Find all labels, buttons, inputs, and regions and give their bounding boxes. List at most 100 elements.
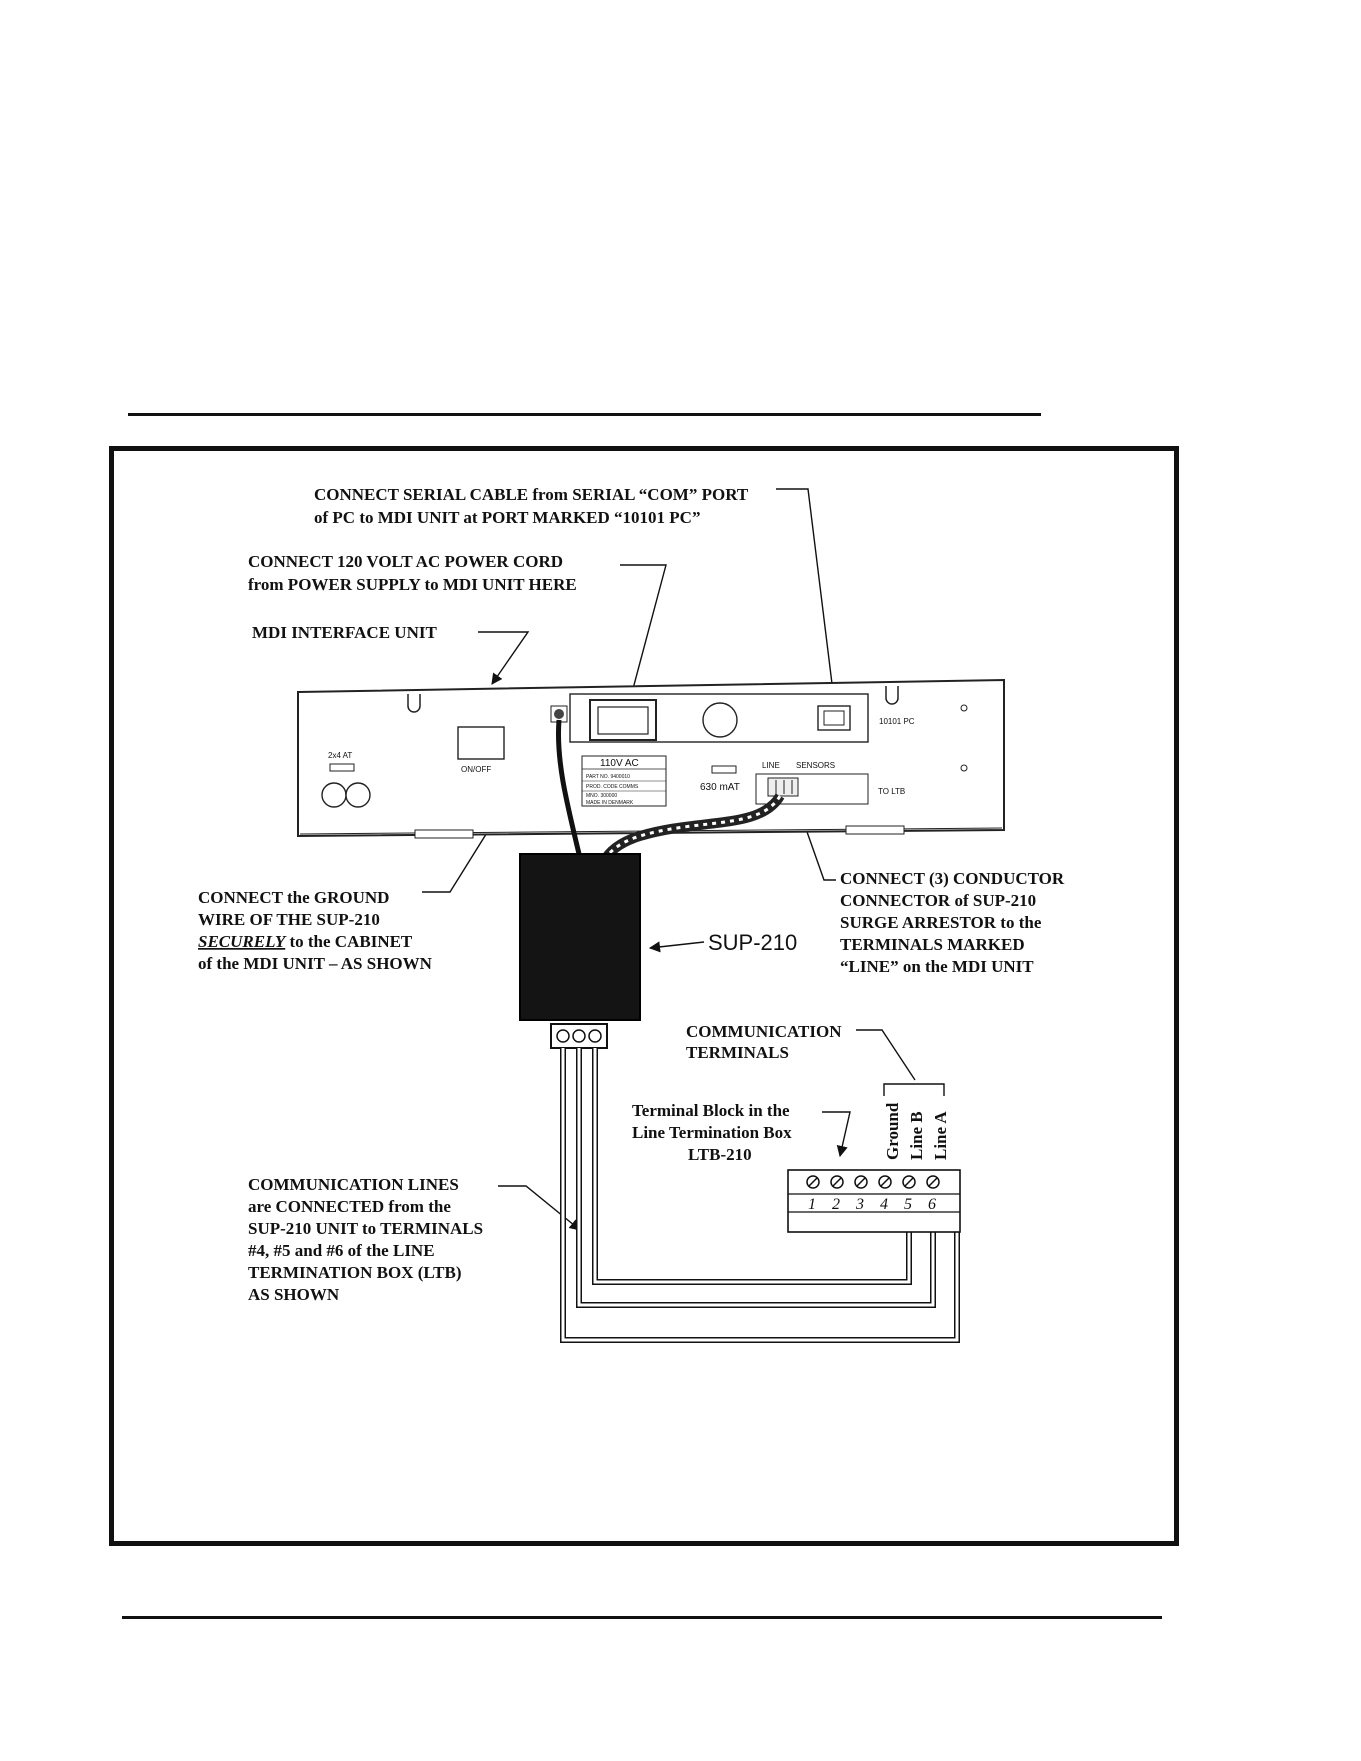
terminal-number: 3 [855,1196,864,1213]
power-leader-arrow [620,564,667,702]
terminal-number: 6 [928,1196,936,1213]
terminal-number: 5 [904,1196,912,1213]
line-label: LINE [762,761,780,770]
connector-callout: CONNECT (3) CONDUCTOR CONNECTOR of SUP-2… [840,869,1065,976]
keyhole-icon [885,686,899,705]
panel-hole-icon [960,704,968,712]
comm-terminals-line: COMMUNICATION [686,1022,842,1041]
fuse-right-label: 630 mAT [700,782,740,793]
connector-callout-line: CONNECTOR of SUP-210 [840,891,1036,910]
terminal-block-line: Line Termination Box [632,1123,792,1142]
comm-terminals-line: TERMINALS [686,1043,789,1062]
terminal-block-callout: Terminal Block in the Line Termination B… [632,1101,792,1164]
terminal-label-line-a: Line A [931,1111,950,1160]
sup-210-surge-arrestor [519,853,641,1021]
serial-port-icon [823,710,845,726]
sup-label-arrow [648,941,705,953]
line-terminal-plug [767,777,799,797]
terminal-screw-slot [856,1177,866,1187]
comm-lines-leader-arrow [498,1185,581,1231]
terminal-screw-slot [928,1177,938,1187]
comm-wire-line-b [577,1048,935,1307]
serial-leader-arrow [776,488,839,702]
screw-terminal-icon [556,1029,570,1043]
port-label: 10101 PC [879,717,915,726]
connector-callout-line: TERMINALS MARKED [840,935,1025,954]
keyhole-icon [407,694,421,713]
terminal-block-leader-arrow [822,1111,851,1158]
ground-wire [556,719,583,859]
ground-callout-line: of the MDI UNIT – AS SHOWN [198,954,433,973]
ground-callout-line: WIRE OF THE SUP-210 [198,910,380,929]
terminal-number: 2 [832,1196,840,1213]
connector-callout-line: “LINE” on the MDI UNIT [840,957,1034,976]
terminal-label-line-b: Line B [907,1111,926,1160]
bottom-rule [122,1616,1162,1619]
sensors-label: SENSORS [796,761,835,770]
mdi-unit-leader-arrow [478,631,530,685]
terminal-label-ground: Ground [883,1102,902,1160]
screw-terminal-icon [588,1029,602,1043]
plate-line: MNO. 300000 [586,793,617,799]
comm-lines-line: COMMUNICATION LINES [248,1175,459,1194]
ground-callout: CONNECT the GROUND WIRE OF THE SUP-210 S… [198,888,433,973]
connector-socket-icon [345,782,371,808]
connector-callout-line: CONNECT (3) CONDUCTOR [840,869,1065,888]
connector-leader-arrow [798,810,836,881]
comm-terminals-callout: COMMUNICATION TERMINALS [686,1022,842,1062]
fuse-left-label: 2x4 AT [328,751,352,760]
power-callout: CONNECT 120 VOLT AC POWER CORD from POWE… [248,552,577,594]
panel-knob-icon [702,702,738,738]
terminal-screw-slot [832,1177,842,1187]
ground-callout-line: to the CABINET [285,932,413,951]
comm-lines-line: SUP-210 UNIT to TERMINALS [248,1219,483,1238]
securely-emphasis: SECURELY [198,932,287,951]
communication-lines [560,1048,960,1343]
to-ltb-label: TO LTB [878,787,905,796]
fuse-icon [329,763,355,772]
plate-line: MADE IN DENMARK [586,800,634,806]
ground-screw-icon [554,709,564,719]
svg-text:SECURELY to the CABINET: SECURELY to the CABINET [198,932,413,951]
comm-terminals-bracket [883,1083,945,1096]
top-rule [128,413,1041,416]
comm-lines-line: AS SHOWN [248,1285,340,1304]
panel-foot [414,829,474,839]
comm-wire-line-a [561,1048,959,1342]
terminal-screws [806,1175,940,1189]
ground-callout-line: CONNECT the GROUND [198,888,389,907]
on-off-switch [457,726,505,760]
plate-line: PART NO. 9400010 [586,774,630,780]
comm-wire-ground [592,1048,912,1285]
terminal-screw-slot [904,1177,914,1187]
voltage-label: 110V AC [600,758,639,769]
terminal-screw-slot [808,1177,818,1187]
terminal-number: 4 [880,1196,888,1213]
leader-lines [422,488,945,1231]
comm-wire-ground [593,1048,911,1284]
panel-hole-icon [960,764,968,772]
plate-line: PROD. CODE COMMS [586,784,639,790]
connector-callout-line: SURGE ARRESTOR to the [840,913,1042,932]
power-callout-line: CONNECT 120 VOLT AC POWER CORD [248,552,563,571]
terminal-block-line: Terminal Block in the [632,1101,790,1120]
fuse-icon [711,765,737,774]
serial-callout-line: of PC to MDI UNIT at PORT MARKED “10101 … [314,508,700,527]
comm-lines-callout: COMMUNICATION LINES are CONNECTED from t… [248,1175,483,1304]
terminal-screw-slot [880,1177,890,1187]
serial-callout: CONNECT SERIAL CABLE from SERIAL “COM” P… [314,485,749,527]
terminal-block-line: LTB-210 [688,1145,752,1164]
on-off-label: ON/OFF [461,765,491,774]
panel-foot [845,825,905,835]
comm-terminals-leader [856,1029,916,1081]
comm-lines-line: #4, #5 and #6 of the LINE [248,1241,435,1260]
comm-lines-line: TERMINATION BOX (LTB) [248,1263,461,1282]
three-conductor-cable [602,795,782,863]
power-callout-line: from POWER SUPPLY to MDI UNIT HERE [248,575,577,594]
connector-socket-icon [321,782,347,808]
screw-terminal-icon [572,1029,586,1043]
sup-210-label: SUP-210 [708,930,797,955]
